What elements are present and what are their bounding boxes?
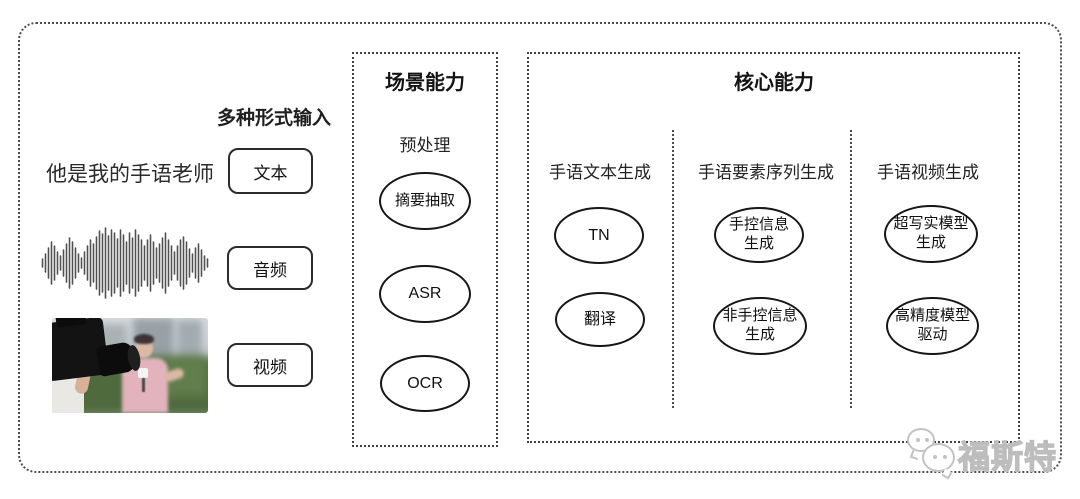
core-box-title: 核心能力: [734, 72, 814, 94]
scene-box-subtitle: 预处理: [399, 136, 451, 155]
sample-sentence-text: 他是我的手语老师: [46, 163, 214, 186]
node-manual-info-gen: 手控信息 生成: [714, 207, 804, 263]
wechat-bubble-tail: [941, 468, 953, 480]
input-type-box-text: 文本: [228, 148, 313, 194]
node-tn: TN: [554, 207, 644, 264]
wechat-bubble-tail: [909, 449, 921, 461]
core-capability-box: [527, 52, 1020, 443]
input-type-box-audio: 音频: [227, 246, 313, 290]
node-summary-extraction: 摘要抽取: [379, 172, 471, 230]
node-high-precision-model-drive: 高精度模型 驱动: [886, 297, 979, 355]
wechat-icon: [905, 426, 957, 480]
node-hyperrealistic-model-gen: 超写实模型 生成: [884, 205, 978, 263]
outer-frame: [18, 22, 1062, 473]
input-type-label: 视频: [253, 357, 287, 377]
node-non-manual-info-gen: 非手控信息 生成: [713, 297, 807, 355]
core-column-divider: [672, 130, 674, 408]
wechat-bubble-large: [922, 443, 955, 472]
input-type-label: 音频: [253, 260, 287, 280]
wechat-bubble-small: [907, 428, 935, 452]
video-microphone-stem: [142, 378, 145, 392]
input-type-label: 文本: [253, 163, 288, 183]
node-translation: 翻译: [555, 292, 645, 347]
core-column-divider: [850, 130, 852, 408]
scene-box-title: 场景能力: [385, 72, 465, 94]
scene-capability-box: [352, 52, 498, 447]
watermark-text: 福斯特: [957, 438, 1058, 475]
node-asr: ASR: [379, 265, 471, 323]
core-column-label-video-gen: 手语视频生成: [877, 163, 979, 182]
node-ocr: OCR: [380, 355, 470, 412]
core-column-label-text-gen: 手语文本生成: [549, 163, 651, 182]
core-column-label-element-seq-gen: 手语要素序列生成: [698, 163, 834, 182]
input-type-box-video: 视频: [227, 343, 313, 387]
audio-waveform: [41, 227, 209, 299]
video-microphone: [138, 368, 148, 378]
video-thumbnail: [52, 318, 208, 413]
input-section-header: 多种形式输入: [216, 108, 332, 129]
video-reporter-hair: [134, 334, 154, 344]
